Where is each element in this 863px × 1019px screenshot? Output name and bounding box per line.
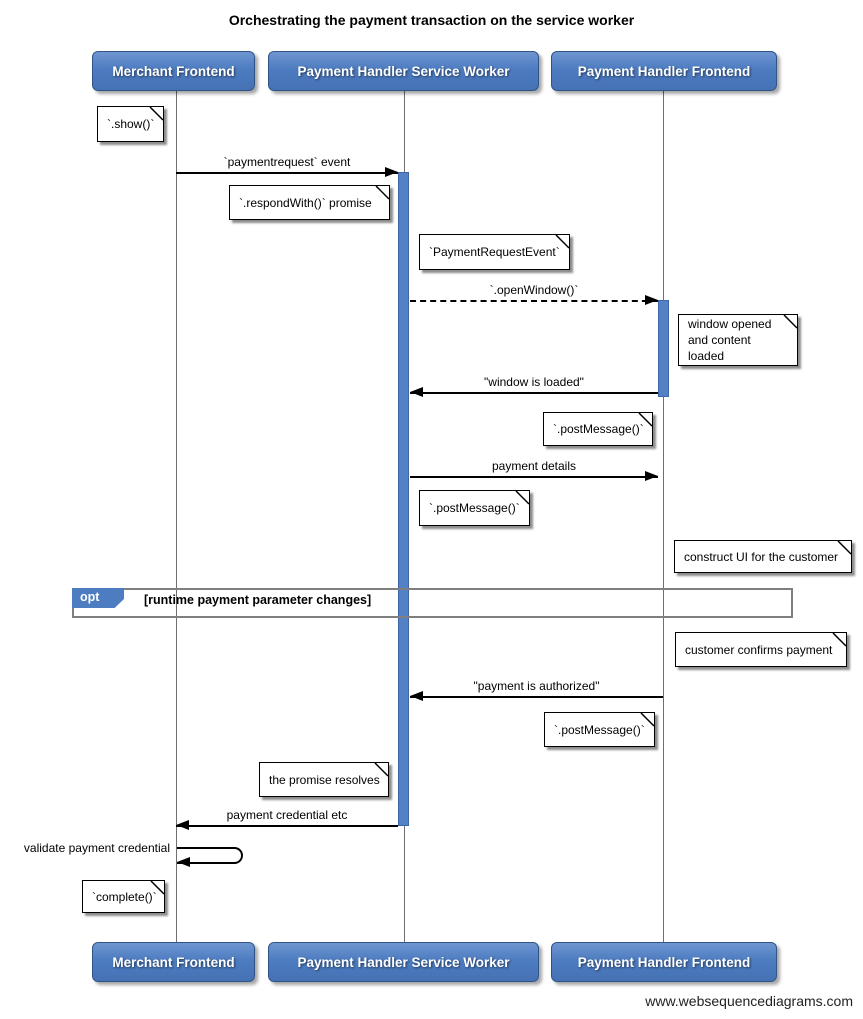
note-text: `.respondWith()` promise [239, 195, 372, 210]
arrowhead-left-icon [410, 691, 423, 701]
actor-label: Merchant Frontend [112, 63, 235, 79]
actor-top-payment-handler-frontend: Payment Handler Frontend [551, 51, 777, 91]
note-construct-ui: construct UI for the customer [674, 540, 852, 573]
note-text: `complete()` [92, 889, 157, 904]
message-openwindow-label: `.openWindow()` [489, 283, 579, 297]
note-text: the promise resolves [269, 772, 380, 787]
note-postmessage-1: `.postMessage()` [543, 412, 653, 446]
note-text: customer confirms payment [685, 642, 833, 657]
note-fold-icon [375, 186, 389, 200]
message-window-loaded-label: "window is loaded" [484, 375, 584, 389]
message-payment-authorized-label: "payment is authorized" [473, 679, 600, 693]
message-paymentrequest-label: `paymentrequest` event [223, 155, 351, 169]
message-payment-authorized-line [410, 696, 663, 698]
note-paymentrequestevent: `PaymentRequestEvent` [419, 234, 570, 270]
note-show: `.show()` [97, 106, 164, 142]
message-validate-credential-label: validate payment credential [23, 841, 170, 855]
note-fold-icon [515, 491, 529, 505]
note-fold-icon [638, 413, 652, 427]
arrowhead-right-icon [385, 167, 398, 177]
note-text: `.postMessage()` [553, 422, 644, 436]
message-window-loaded-line [410, 392, 658, 394]
actor-bottom-merchant-frontend: Merchant Frontend [92, 942, 255, 982]
message-paymentrequest-line [176, 172, 398, 174]
note-text: `.postMessage()` [554, 722, 645, 737]
message-payment-credential-label: payment credential etc [226, 808, 348, 822]
message-openwindow-line [410, 300, 658, 302]
note-promise-resolves: the promise resolves [259, 762, 389, 797]
arrowhead-left-icon [176, 820, 189, 830]
note-postmessage-2: `.postMessage()` [419, 490, 530, 526]
note-fold-icon [837, 541, 851, 555]
note-text: window opened and content loaded [688, 316, 772, 364]
lifeline-merchant-frontend [176, 91, 177, 942]
note-fold-icon [832, 633, 846, 647]
actor-bottom-payment-handler-service-worker: Payment Handler Service Worker [268, 942, 539, 982]
message-payment-details-label: payment details [491, 459, 577, 473]
actor-label: Payment Handler Service Worker [297, 63, 510, 79]
activation-service-worker [398, 172, 409, 826]
note-customer-confirms: customer confirms payment [675, 632, 847, 667]
arrowhead-left-icon [410, 387, 423, 397]
note-text: `PaymentRequestEvent` [429, 245, 560, 259]
actor-top-merchant-frontend: Merchant Frontend [92, 51, 255, 91]
note-fold-icon [783, 315, 797, 329]
note-fold-icon [149, 107, 163, 121]
message-payment-credential-line [176, 825, 398, 827]
actor-bottom-payment-handler-frontend: Payment Handler Frontend [551, 942, 777, 982]
actor-label: Payment Handler Frontend [577, 954, 751, 970]
fragment-opt-guard: [runtime payment parameter changes] [144, 593, 372, 607]
note-respondwith-promise: `.respondWith()` promise [229, 185, 390, 220]
note-text: `.postMessage()` [429, 501, 520, 515]
note-text: construct UI for the customer [684, 549, 839, 564]
message-payment-details-line [410, 476, 658, 478]
note-window-opened: window opened and content loaded [678, 314, 798, 366]
actor-label: Payment Handler Frontend [577, 63, 751, 79]
note-text: `.show()` [107, 117, 155, 131]
lifeline-payment-handler-frontend [663, 91, 664, 942]
arrowhead-right-icon [645, 471, 658, 481]
fragment-opt-frame: opt [runtime payment parameter changes] [72, 588, 793, 618]
actor-label: Merchant Frontend [112, 954, 235, 970]
note-fold-icon [555, 235, 569, 249]
note-fold-icon [640, 713, 654, 727]
activation-payment-handler-frontend [658, 300, 669, 397]
note-fold-icon [374, 763, 388, 777]
actor-label: Payment Handler Service Worker [297, 954, 510, 970]
arrowhead-left-icon [177, 857, 190, 867]
note-complete: `complete()` [82, 880, 165, 913]
note-postmessage-3: `.postMessage()` [544, 712, 655, 747]
note-fold-icon [150, 881, 164, 895]
fragment-opt-operator: opt [72, 588, 124, 608]
actor-top-payment-handler-service-worker: Payment Handler Service Worker [268, 51, 539, 91]
diagram-title: Orchestrating the payment transaction on… [228, 12, 635, 28]
message-validate-credential-self-loop [177, 847, 243, 864]
arrowhead-right-icon [645, 295, 658, 305]
watermark: www.websequencediagrams.com [645, 993, 853, 1009]
